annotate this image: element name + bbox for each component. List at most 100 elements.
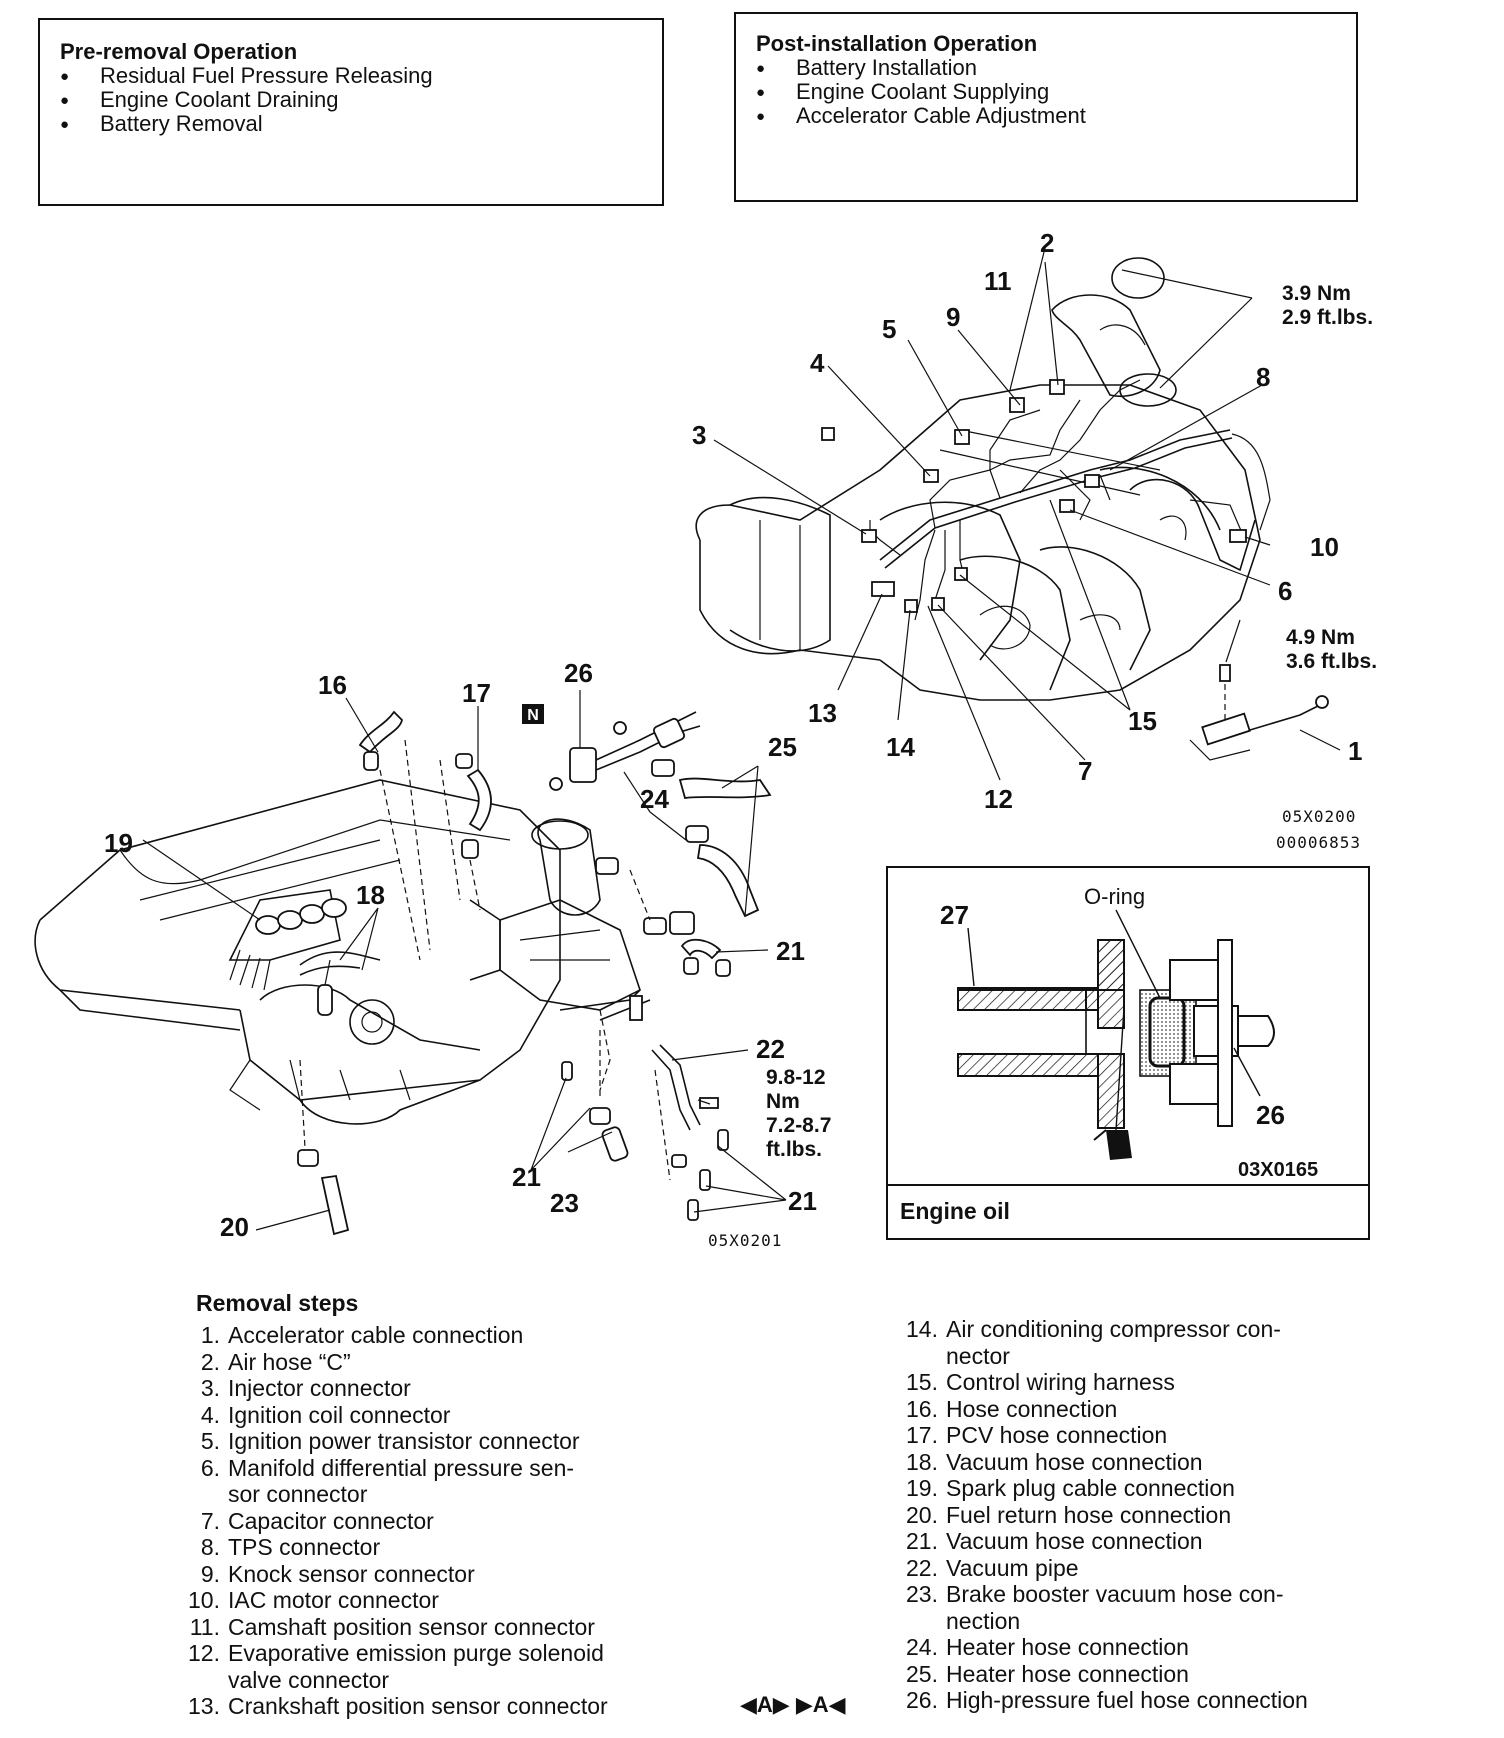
removal-step-text: Heater hose connection (946, 1660, 1189, 1687)
ignition-power-transistor-connector (954, 429, 970, 445)
removal-step-number: 2. (200, 1348, 220, 1375)
removal-step-text: Vacuum hose connection (946, 1448, 1203, 1475)
callout-5: 5 (882, 314, 896, 344)
pre-removal-item: Residual Fuel Pressure Releasing (60, 64, 662, 90)
removal-step: 16.Hose connection (900, 1396, 1420, 1423)
post-installation-box: Post-installation Operation Battery Inst… (734, 12, 1358, 202)
removal-step-number: 4. (200, 1401, 220, 1428)
removal-step-number: 26. (906, 1687, 938, 1713)
removal-step-number: 17. (906, 1422, 938, 1448)
removal-step-number: 10. (188, 1587, 220, 1613)
harness-bracket (871, 581, 895, 597)
removal-step-number: 5. (200, 1428, 220, 1454)
removal-step-number: 6. (200, 1454, 220, 1481)
torque-c-value-ft: 7.2-8.7 (766, 1114, 831, 1137)
callout-10: 10 (1310, 532, 1339, 562)
callout-12: 12 (984, 784, 1013, 814)
figure-code: 05X0200 (1282, 807, 1356, 826)
removal-step-number: 13. (188, 1693, 220, 1719)
removal-step: 15. Control wiring harness (900, 1369, 1420, 1396)
n-mark-label: N (527, 707, 539, 724)
removal-step-text: High-pressure fuel hose connection (946, 1687, 1308, 1713)
figure-code: 00006853 (1276, 833, 1361, 852)
removal-step-text: nector (946, 1342, 1010, 1369)
callout-2: 2 (1040, 228, 1054, 258)
callout-18: 18 (356, 880, 385, 910)
callout-6: 6 (1278, 576, 1292, 606)
removal-step-text: Knock sensor connector (228, 1560, 475, 1587)
removal-step-text: Vacuum hose connection (946, 1528, 1203, 1554)
torque-c-value: 9.8-12 (766, 1066, 826, 1089)
fuel-return-hose-drawing (297, 1059, 350, 1236)
removal-step: 24.Heater hose connection (900, 1634, 1420, 1661)
removal-step-number: 22. (906, 1554, 938, 1581)
tps-connector (1084, 474, 1100, 488)
pre-removal-title: Pre-removal Operation (60, 39, 298, 64)
callout-25: 25 (768, 732, 797, 762)
removal-step-number: 21. (906, 1528, 938, 1554)
air-hose-c-drawing (1051, 257, 1177, 407)
removal-step-text: Fuel return hose connection (946, 1501, 1232, 1528)
pre-removal-item: Engine Coolant Draining (60, 88, 662, 114)
accelerator-cable-drawing (1189, 664, 1329, 761)
removal-step-number: 9. (200, 1560, 220, 1587)
removal-step: 23.Brake booster vacuum hose con- (900, 1581, 1420, 1608)
removal-step-number: 3. (200, 1375, 220, 1401)
figure-code: 05X0201 (708, 1231, 782, 1250)
removal-step-number: 20. (906, 1501, 938, 1528)
post-installation-item: Engine Coolant Supplying (756, 80, 1356, 106)
removal-step-number: 15. (906, 1369, 938, 1395)
pre-removal-item: Battery Removal (60, 112, 662, 138)
removal-step-text: Hose connection (946, 1395, 1118, 1422)
removal-step-number (900, 1608, 946, 1635)
removal-step-text: Spark plug cable connection (946, 1475, 1235, 1501)
removal-step: 6. Manifold differential pressure sen- (182, 1455, 702, 1482)
removal-step-number (900, 1343, 946, 1370)
detail-callout-26: 26 (1256, 1100, 1285, 1130)
bolt-icon (699, 1097, 719, 1109)
removal-step-text: Manifold differential pressure sen- (228, 1454, 575, 1481)
engine-oil-label: Engine oil (888, 1184, 1368, 1238)
removal-step-number (182, 1481, 228, 1508)
callout-21: 21 (788, 1186, 817, 1216)
callout-13: 13 (808, 698, 837, 728)
injector-connector (861, 529, 877, 543)
removal-step-text: Capacitor connector (228, 1507, 434, 1534)
hose-clamp-icon (1119, 373, 1177, 407)
callout-11: 11 (984, 266, 1012, 296)
vacuum-hose-21-drawing (559, 938, 731, 1221)
removal-step: 14.Air conditioning compressor con- (900, 1316, 1420, 1343)
removal-step-number: 12. (188, 1640, 220, 1666)
removal-step: 26. High-pressure fuel hose connection (900, 1687, 1420, 1714)
vacuum-hose-18-drawing (299, 951, 381, 1016)
torque-specs: 3.9 Nm 2.9 ft.lbs. 4.9 Nm 3.6 ft.lbs. 9.… (766, 282, 1377, 1161)
removal-step: 17. PCV hose connection (900, 1422, 1420, 1449)
upper-engine-drawing (695, 384, 1261, 701)
throttle-body-drawing (469, 818, 641, 1011)
removal-step: 12.Evaporative emission purge solenoid (182, 1640, 702, 1667)
o-ring-detail-inset: 27 O-ring 26 03X0165 Engine oil (886, 866, 1370, 1240)
removal-step-number: 18. (906, 1448, 938, 1475)
callout-15: 15 (1128, 706, 1157, 736)
removal-step: sor connector (182, 1481, 702, 1508)
hose-clamp-icon (1111, 257, 1165, 299)
spark-plug-cables-drawing (228, 889, 347, 991)
removal-step: valve connector (182, 1667, 702, 1694)
removal-step: 19.Spark plug cable connection (900, 1475, 1420, 1502)
torque-b-ftlbs: 3.6 ft.lbs. (1286, 650, 1377, 673)
removal-step: 7.Capacitor connector (182, 1508, 702, 1535)
removal-step: 1.Accelerator cable connection (182, 1322, 702, 1349)
removal-step-number (182, 1667, 228, 1694)
callout-17: 17 (462, 678, 491, 708)
removal-step-text: Control wiring harness (946, 1369, 1175, 1395)
callout-22: 22 (756, 1034, 785, 1064)
removal-step-number: 24. (906, 1634, 938, 1660)
post-installation-item: Accelerator Cable Adjustment (756, 104, 1356, 130)
removal-step-text: valve connector (228, 1666, 390, 1693)
n-mark-box (522, 704, 544, 724)
callout-3: 3 (692, 420, 706, 450)
removal-step-text: Accelerator cable connection (228, 1322, 524, 1348)
removal-step-text: PCV hose connection (946, 1422, 1168, 1448)
pre-removal-box: Pre-removal Operation Residual Fuel Pres… (38, 18, 664, 206)
